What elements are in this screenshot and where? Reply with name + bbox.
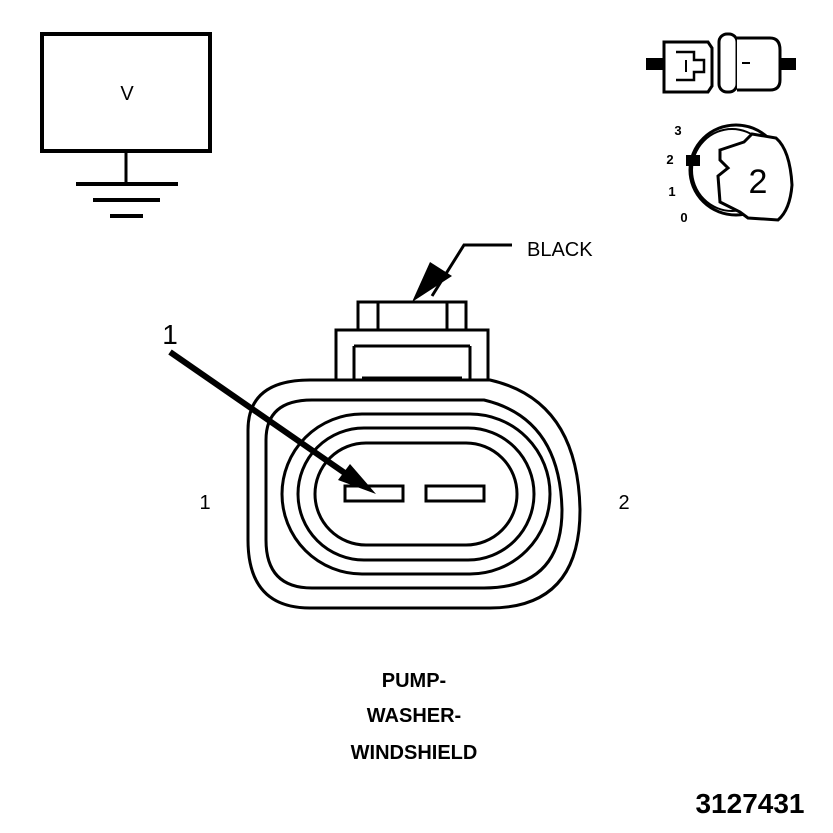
terminal-cavity-2 — [424, 484, 486, 503]
key-pos-2: 2 — [666, 152, 673, 167]
component-name: PUMP- WASHER- WINDSHIELD — [351, 670, 478, 764]
key-pos-1: 1 — [668, 184, 675, 199]
component-name-line-3: WINDSHIELD — [351, 742, 478, 764]
voltmeter-label: V — [120, 83, 134, 105]
terminal-label-right: 2 — [618, 492, 629, 514]
voltmeter-symbol: V — [40, 32, 212, 218]
key-pos-0: 0 — [680, 210, 687, 225]
connector-face — [246, 300, 582, 610]
key-pos-3: 3 — [674, 123, 681, 138]
terminal-cavity-1 — [343, 484, 405, 503]
terminal-label-left: 1 — [199, 492, 210, 514]
color-label: BLACK — [527, 239, 593, 261]
connector-disconnected-icon — [646, 32, 796, 94]
terminal-callout-arrow: 1 — [162, 319, 376, 494]
figure-number: 3127431 — [695, 788, 804, 819]
key-selected-position: 2 — [749, 163, 768, 201]
ignition-key-icon: 3 2 1 0 2 — [666, 123, 794, 225]
color-callout: BLACK — [412, 239, 593, 302]
component-name-line-1: PUMP- — [382, 670, 446, 692]
component-name-line-2: WASHER- — [367, 705, 461, 727]
key-position-marker — [686, 155, 700, 166]
ground-icon — [76, 182, 178, 218]
terminal-callout-number: 1 — [162, 319, 178, 350]
